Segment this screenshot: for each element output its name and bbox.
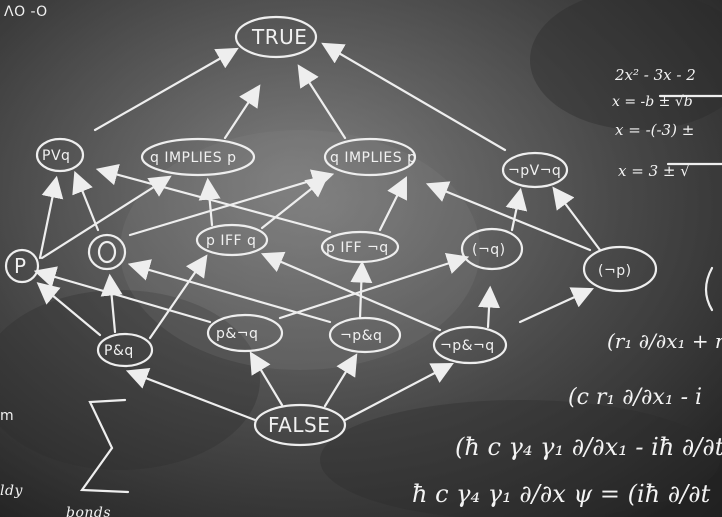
- svg-text:PVq: PVq: [42, 148, 70, 164]
- node-p-or-q: PVq: [35, 137, 85, 173]
- node-p: P: [4, 248, 40, 284]
- node-p-iff-q: p IFF q: [195, 223, 269, 257]
- node-not-p-and-q: ¬p&q: [328, 316, 402, 354]
- node-not-p-and-not-q: ¬p&¬q: [432, 325, 508, 365]
- svg-text:P&q: P&q: [104, 343, 134, 359]
- equation-1: 2x² - 3x - 2: [614, 66, 696, 84]
- handwriting-bonds: bonds: [66, 505, 111, 517]
- svg-text:p&¬q: p&¬q: [216, 326, 258, 342]
- node-q-implies-p-left: q IMPLIES p: [140, 137, 256, 177]
- svg-text:¬pV¬q: ¬pV¬q: [508, 163, 561, 179]
- svg-text:q IMPLIES p: q IMPLIES p: [150, 150, 237, 166]
- node-q: [87, 233, 127, 271]
- equation-6: (c r₁ ∂/∂x₁ - i: [568, 385, 702, 410]
- svg-text:q IMPLIES p: q IMPLIES p: [330, 150, 417, 166]
- smudge: [320, 400, 720, 517]
- svg-text:p IFF ¬q: p IFF ¬q: [326, 240, 389, 256]
- svg-text:FALSE: FALSE: [268, 413, 330, 437]
- node-not-p: (¬p): [582, 245, 658, 293]
- node-q-implies-p-right: q IMPLIES p: [323, 137, 417, 177]
- svg-text:¬p&¬q: ¬p&¬q: [440, 338, 495, 354]
- svg-text:TRUE: TRUE: [251, 25, 307, 49]
- handwriting-m: m: [0, 408, 14, 424]
- equations: 2x² - 3x - 2 x = -b ± √b x = -(-3) ± x =…: [412, 66, 722, 508]
- svg-text:(¬p): (¬p): [598, 263, 632, 279]
- equation-8: ħ c γ₄ γ₁ ∂/∂x ψ = (iħ ∂/∂t: [412, 480, 711, 508]
- node-false: FALSE: [253, 403, 347, 447]
- svg-text:P: P: [14, 254, 27, 278]
- equation-4: x = 3 ± √: [618, 162, 690, 180]
- svg-text:¬p&q: ¬p&q: [340, 328, 382, 344]
- diagram-arrows: [33, 42, 602, 422]
- equation-2: x = -b ± √b: [612, 94, 693, 110]
- node-p-and-q: P&q: [96, 332, 154, 368]
- corner-text: ΛΟ -Ο: [4, 4, 48, 20]
- smudge: [530, 0, 722, 130]
- node-p-and-not-q: p&¬q: [206, 313, 284, 353]
- svg-text:(¬q): (¬q): [472, 242, 506, 258]
- handwriting-ldy: ldy: [0, 483, 23, 499]
- node-not-q: (¬q): [460, 227, 524, 271]
- equation-5: (r₁ ∂/∂x₁ + r₂: [607, 329, 722, 353]
- svg-text:p IFF q: p IFF q: [206, 233, 256, 249]
- equation-3: x = -(-3) ±: [615, 121, 694, 139]
- smudge: [120, 130, 480, 370]
- sigma-symbol: [79, 398, 130, 494]
- node-true: TRUE: [234, 15, 318, 59]
- equation-7: (ħ c γ₄ γ₁ ∂/∂x₁ - iħ ∂/∂t: [455, 433, 722, 461]
- node-not-p-or-not-q: ¬pV¬q: [501, 151, 569, 189]
